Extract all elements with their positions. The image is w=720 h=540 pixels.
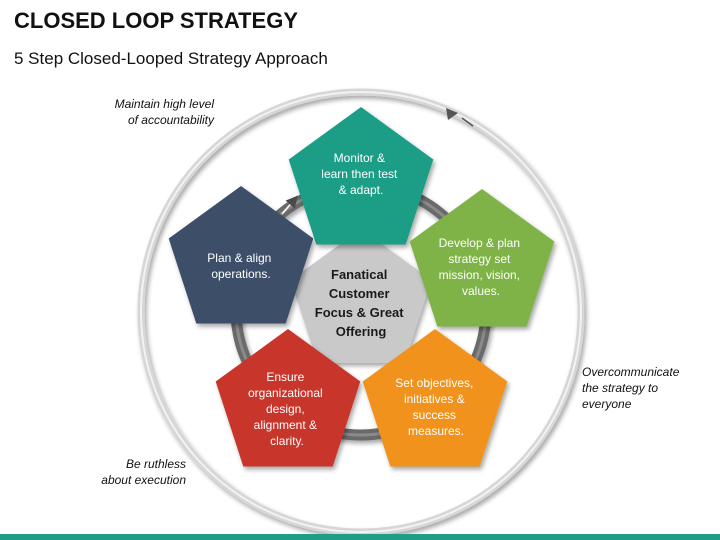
center-label: Fanatical Customer Focus & Great Offerin…	[315, 267, 407, 339]
outer-ring-highlight	[140, 91, 582, 533]
outer-ring-arrow-icon	[446, 108, 458, 120]
step-align-label: Plan & align operations.	[207, 251, 274, 281]
step-objectives-shape	[362, 329, 508, 467]
step-develop: Develop & plan strategy set mission, vis…	[409, 189, 555, 327]
bottom-accent-bar	[0, 534, 720, 540]
note-ruthless: Be ruthless about execution	[101, 457, 186, 487]
step-monitor-shape	[288, 107, 434, 245]
center-pentagon-shape	[290, 229, 432, 363]
step-organize-line-2: organizational	[248, 386, 323, 400]
step-develop-line-1: Develop & plan	[439, 236, 520, 250]
step-align-line-2: operations.	[211, 267, 270, 281]
note-overcommunicate: Overcommunicate the strategy to everyone	[582, 365, 680, 411]
step-monitor-line-1: Monitor &	[334, 151, 385, 165]
step-objectives-label: Set objectives, initiatives & success me…	[395, 376, 476, 438]
center-label-line-4: Offering	[336, 324, 387, 339]
center-label-line-2: Customer	[329, 286, 390, 301]
center-label-line-3: Focus & Great	[315, 305, 405, 320]
step-develop-label: Develop & plan strategy set mission, vis…	[439, 236, 524, 298]
step-organize-line-5: clarity.	[270, 434, 304, 448]
step-develop-shape	[409, 189, 555, 327]
inner-ring-arrow-icon	[281, 195, 298, 215]
step-monitor: Monitor & learn then test & adapt.	[288, 107, 434, 245]
outer-ring-arrow-icon-2	[461, 117, 474, 127]
step-objectives-line-1: Set objectives,	[395, 376, 473, 390]
step-objectives-line-2: initiatives &	[404, 392, 465, 406]
step-organize-shape	[215, 329, 361, 467]
page-subtitle: 5 Step Closed-Looped Strategy Approach	[14, 49, 328, 68]
step-align-line-1: Plan & align	[207, 251, 271, 265]
step-monitor-line-3: & adapt.	[339, 183, 384, 197]
center-pentagon: Fanatical Customer Focus & Great Offerin…	[290, 229, 432, 363]
step-monitor-label: Monitor & learn then test & adapt.	[321, 151, 400, 197]
note-accountability: Maintain high level of accountability	[114, 97, 214, 127]
step-objectives: Set objectives, initiatives & success me…	[362, 329, 508, 467]
step-monitor-line-2: learn then test	[321, 167, 398, 181]
step-align: Plan & align operations.	[168, 186, 314, 324]
step-organize-label: Ensure organizational design, alignment …	[248, 370, 326, 448]
step-organize-line-3: design,	[266, 402, 305, 416]
step-develop-line-2: strategy set	[448, 252, 511, 266]
step-organize-line-4: alignment &	[254, 418, 317, 432]
step-develop-line-4: values.	[462, 284, 500, 298]
page-title: CLOSED LOOP STRATEGY	[14, 8, 298, 33]
center-label-line-1: Fanatical	[331, 267, 387, 282]
step-organize: Ensure organizational design, alignment …	[215, 329, 361, 467]
step-align-shape	[168, 186, 314, 324]
step-objectives-line-4: measures.	[408, 424, 464, 438]
step-objectives-line-3: success	[413, 408, 456, 422]
step-develop-line-3: mission, vision,	[439, 268, 520, 282]
step-organize-line-1: Ensure	[266, 370, 304, 384]
